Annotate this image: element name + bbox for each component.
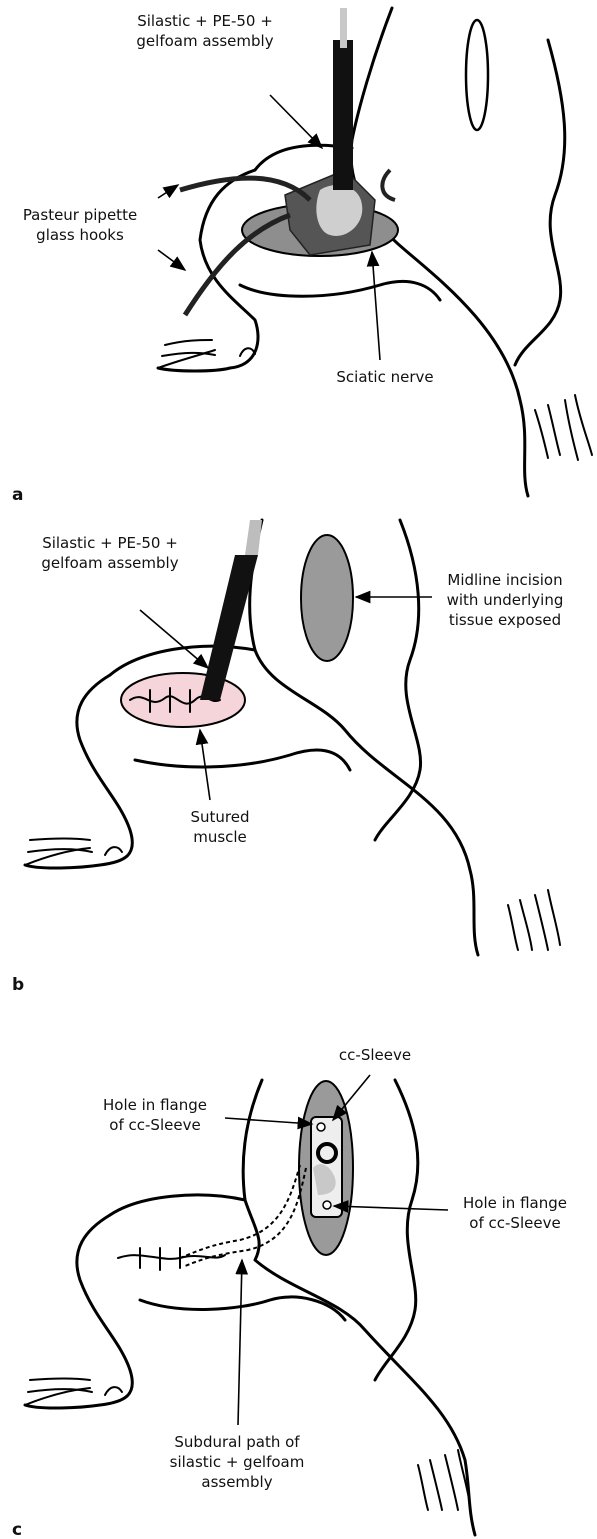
label-hole-right-2: of cc-Sleeve	[469, 1214, 560, 1232]
panel-c: cc-Sleeve Hole in flange of cc-Sleeve Ho…	[12, 1046, 567, 1539]
label-hole-left-1: Hole in flange	[103, 1096, 207, 1114]
label-assembly-b-2: gelfoam assembly	[41, 554, 178, 572]
cc-sleeve	[311, 1117, 342, 1217]
label-hooks-2: glass hooks	[36, 226, 124, 244]
panel-letter-a: a	[12, 485, 23, 505]
arrow-to-assembly-a	[270, 95, 322, 148]
flange-hole-bottom	[323, 1201, 331, 1209]
arrow-to-hook-upper	[158, 185, 178, 198]
flange-hole-top	[317, 1123, 325, 1131]
gelfoam-assembly-b	[200, 520, 262, 700]
label-path-1: Subdural path of	[174, 1433, 300, 1451]
arrow-to-muscle	[200, 730, 210, 800]
label-cc-sleeve: cc-Sleeve	[339, 1046, 411, 1064]
label-sciatic-nerve: Sciatic nerve	[336, 368, 433, 386]
label-muscle-2: muscle	[193, 828, 247, 846]
label-path-2: silastic + gelfoam	[170, 1453, 305, 1471]
label-hooks-1: Pasteur pipette	[23, 206, 137, 224]
label-muscle-1: Sutured	[190, 808, 249, 826]
label-assembly-a-2: gelfoam assembly	[136, 32, 273, 50]
midline-mark-a	[466, 20, 488, 130]
label-path-3: assembly	[201, 1473, 272, 1491]
arrow-to-hook-lower	[158, 250, 185, 270]
label-hole-left-2: of cc-Sleeve	[109, 1116, 200, 1134]
gelfoam-assembly-a	[285, 8, 375, 255]
label-incision-2: with underlying	[447, 591, 564, 609]
label-incision-3: tissue exposed	[449, 611, 561, 629]
label-hole-right-1: Hole in flange	[463, 1194, 567, 1212]
arrow-to-hole-top	[225, 1118, 312, 1124]
arrow-to-hole-bottom	[334, 1206, 448, 1210]
label-incision-1: Midline incision	[447, 571, 562, 589]
panel-a: Silastic + PE-50 + gelfoam assembly Past…	[12, 8, 592, 505]
rat-body-outline-a	[158, 8, 592, 496]
panel-letter-b: b	[12, 975, 24, 995]
label-assembly-a-1: Silastic + PE-50 +	[137, 12, 273, 30]
sutured-muscle-area	[121, 673, 245, 727]
midline-incision-b	[301, 535, 353, 661]
arrow-to-nerve	[372, 252, 380, 360]
panel-letter-c: c	[12, 1520, 22, 1539]
panel-b: Silastic + PE-50 + gelfoam assembly Midl…	[12, 520, 563, 995]
arrow-to-assembly-b	[140, 610, 208, 668]
label-assembly-b-1: Silastic + PE-50 +	[42, 534, 178, 552]
arrow-to-subdural-path	[238, 1260, 242, 1425]
